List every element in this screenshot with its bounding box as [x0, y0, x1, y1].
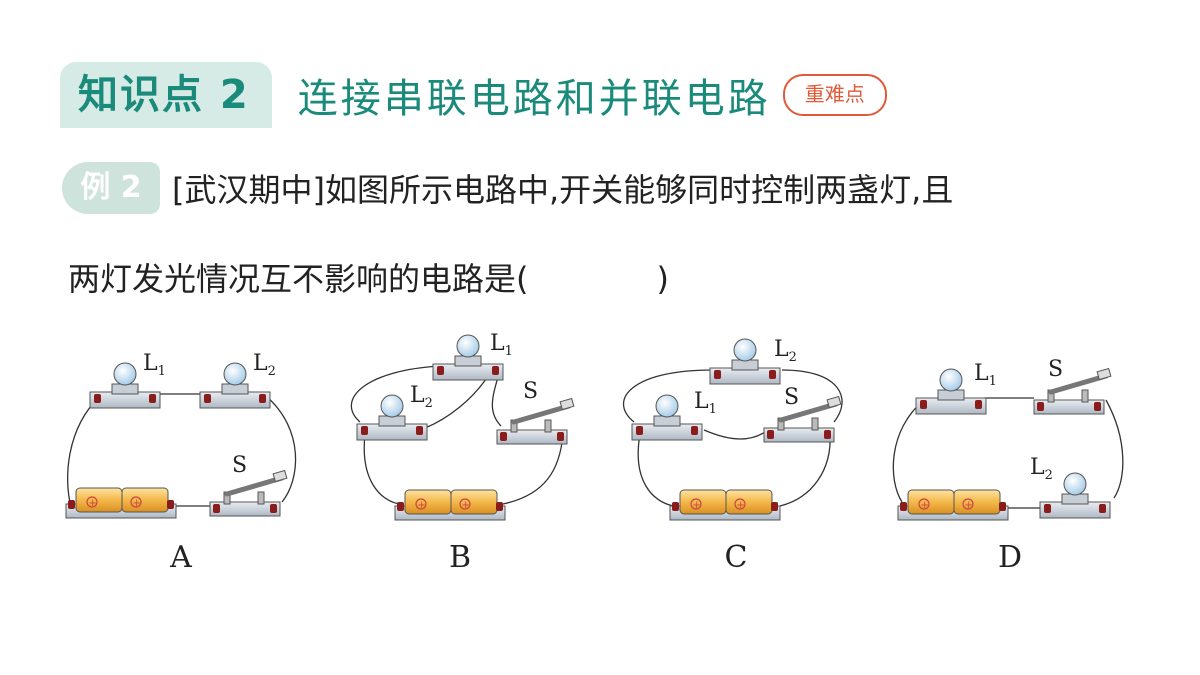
- lamp1-label: L1: [143, 351, 166, 379]
- switch-label: S: [784, 385, 799, 410]
- switch-label: S: [1048, 357, 1063, 382]
- example-badge: 例 2: [62, 162, 160, 214]
- switch-label: S: [232, 453, 247, 478]
- lamp2-label: L2: [253, 351, 276, 379]
- option-a-label[interactable]: A: [170, 540, 192, 575]
- circuit-diagram-c[interactable]: L2 L1 S: [612, 330, 862, 530]
- lamp1-label: L1: [490, 331, 513, 359]
- question-paren-close: ): [656, 260, 669, 298]
- example-source: [武汉期中]: [172, 171, 325, 209]
- option-d-label[interactable]: D: [997, 540, 1023, 575]
- difficulty-tag: 重难点: [782, 74, 887, 116]
- option-b-label[interactable]: B: [448, 540, 472, 575]
- option-c-label[interactable]: C: [724, 540, 748, 575]
- lamp1-label: L1: [694, 389, 717, 417]
- example-line-1: 例 2 [武汉期中] 如图所示电路中,开关能够同时控制两盏灯,且: [62, 162, 953, 214]
- circuit-diagram-a[interactable]: L1 L2 S: [60, 330, 300, 530]
- circuit-diagram-d[interactable]: L1 S L2: [888, 330, 1138, 530]
- lamp1-label: L1: [974, 361, 997, 389]
- lamp2-label: L2: [410, 383, 433, 411]
- example-line-2: 两灯发光情况互不影响的电路是(): [68, 254, 669, 300]
- question-text-1: 如图所示电路中,开关能够同时控制两盏灯,且: [324, 171, 954, 209]
- switch-label: S: [523, 379, 538, 404]
- knowledge-point-header: 知识点 2 连接串联电路和并联电路 重难点: [60, 62, 887, 128]
- knowledge-point-badge: 知识点 2: [60, 62, 272, 128]
- lamp2-label: L2: [774, 337, 797, 365]
- knowledge-point-title: 连接串联电路和并联电路: [297, 76, 771, 122]
- circuit-diagram-b[interactable]: L1 L2 S: [335, 330, 585, 530]
- lamp2-label: L2: [1030, 455, 1053, 483]
- question-text-2: 两灯发光情况互不影响的电路是(: [68, 260, 529, 298]
